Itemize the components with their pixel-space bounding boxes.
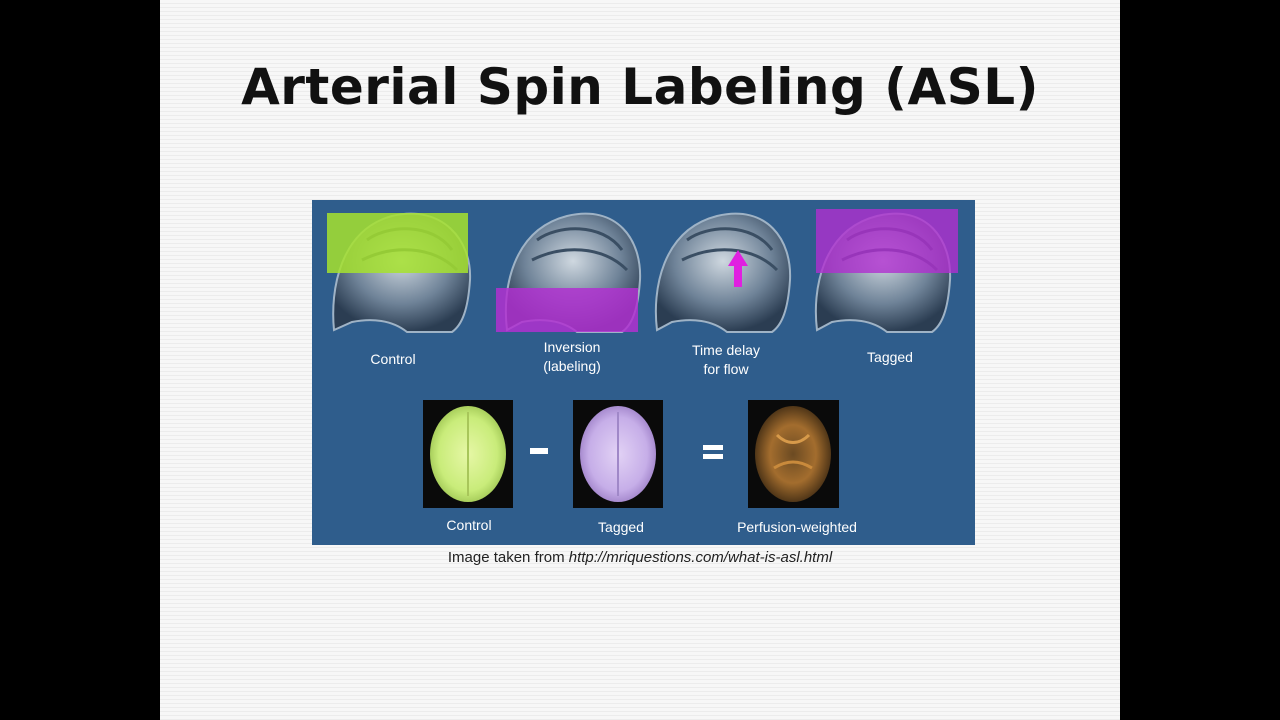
label-time-delay: Time delay for flow bbox=[666, 341, 786, 379]
head-time-delay-image bbox=[654, 212, 792, 333]
label-inversion-line1: Inversion bbox=[543, 339, 601, 355]
label-time-delay-line1: Time delay bbox=[692, 342, 760, 358]
axial-control-image bbox=[423, 400, 513, 508]
label-control-top-line1: Control bbox=[370, 351, 416, 367]
head-control-image bbox=[327, 212, 472, 333]
asl-diagram bbox=[327, 209, 958, 508]
slide: Arterial Spin Labeling (ASL) bbox=[160, 0, 1120, 720]
caption-prefix: Image taken from bbox=[447, 549, 569, 566]
head-tagged-image bbox=[814, 209, 958, 333]
flow-arrow-icon bbox=[728, 250, 748, 287]
label-control-top: Control bbox=[333, 350, 453, 369]
asl-figure: Control Inversion (labeling) Time delay … bbox=[312, 200, 975, 545]
head-inversion-image bbox=[496, 212, 642, 333]
minus-sign bbox=[530, 448, 548, 454]
label-control-bottom: Control bbox=[446, 517, 492, 533]
label-inversion: Inversion (labeling) bbox=[512, 338, 632, 376]
image-caption: Image taken from http://mriquestions.com… bbox=[160, 549, 1120, 566]
label-tagged-bottom: Tagged bbox=[598, 519, 644, 535]
label-time-delay-line2: for flow bbox=[703, 361, 749, 377]
label-tagged-top-line1: Tagged bbox=[867, 349, 913, 365]
label-inversion-line2: (labeling) bbox=[543, 358, 601, 374]
axial-perfusion-image bbox=[748, 400, 839, 508]
caption-url: http://mriquestions.com/what-is-asl.html bbox=[568, 549, 833, 566]
label-tagged-top: Tagged bbox=[830, 348, 950, 367]
label-perfusion-weighted: Perfusion-weighted bbox=[737, 519, 857, 535]
equals-sign bbox=[703, 445, 723, 459]
axial-tagged-image bbox=[573, 400, 663, 508]
slide-title: Arterial Spin Labeling (ASL) bbox=[241, 58, 1039, 116]
